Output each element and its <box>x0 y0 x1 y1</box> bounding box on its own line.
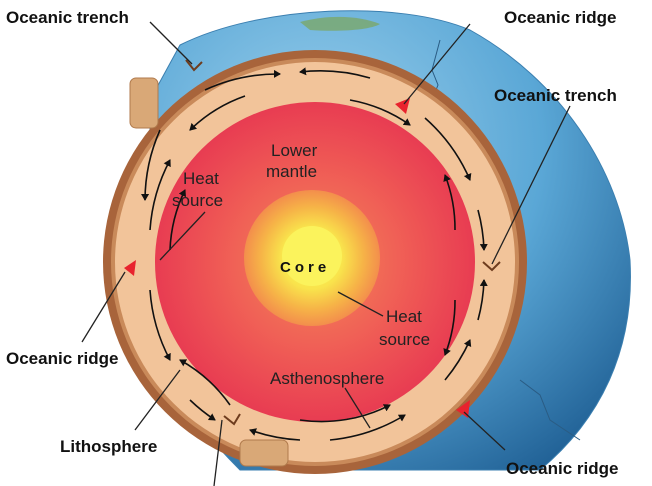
label-heat-source-core-line1: Heat <box>386 307 422 326</box>
inner-core <box>282 226 342 286</box>
label-oceanic-ridge-top-right: Oceanic ridge <box>504 8 616 27</box>
label-lithosphere: Lithosphere <box>60 437 157 456</box>
label-heat-source-core-line2: source <box>379 330 430 349</box>
label-oceanic-ridge-bottom-right: Oceanic ridge <box>506 459 618 478</box>
label-heat-source-upper-line1: Heat <box>183 169 219 188</box>
label-oceanic-trench-right: Oceanic trench <box>494 86 617 105</box>
rocky-lump-bottom <box>240 440 288 466</box>
label-lower-mantle-line1: Lower <box>271 141 318 160</box>
label-oceanic-trench-top-left: Oceanic trench <box>6 8 129 27</box>
label-core: Core <box>280 259 330 276</box>
label-lower-mantle-line2: mantle <box>266 162 317 181</box>
label-heat-source-upper-line2: source <box>172 191 223 210</box>
rocky-lump-top-left <box>130 78 158 128</box>
label-asthenosphere: Asthenosphere <box>270 369 384 388</box>
label-oceanic-ridge-left: Oceanic ridge <box>6 349 118 368</box>
